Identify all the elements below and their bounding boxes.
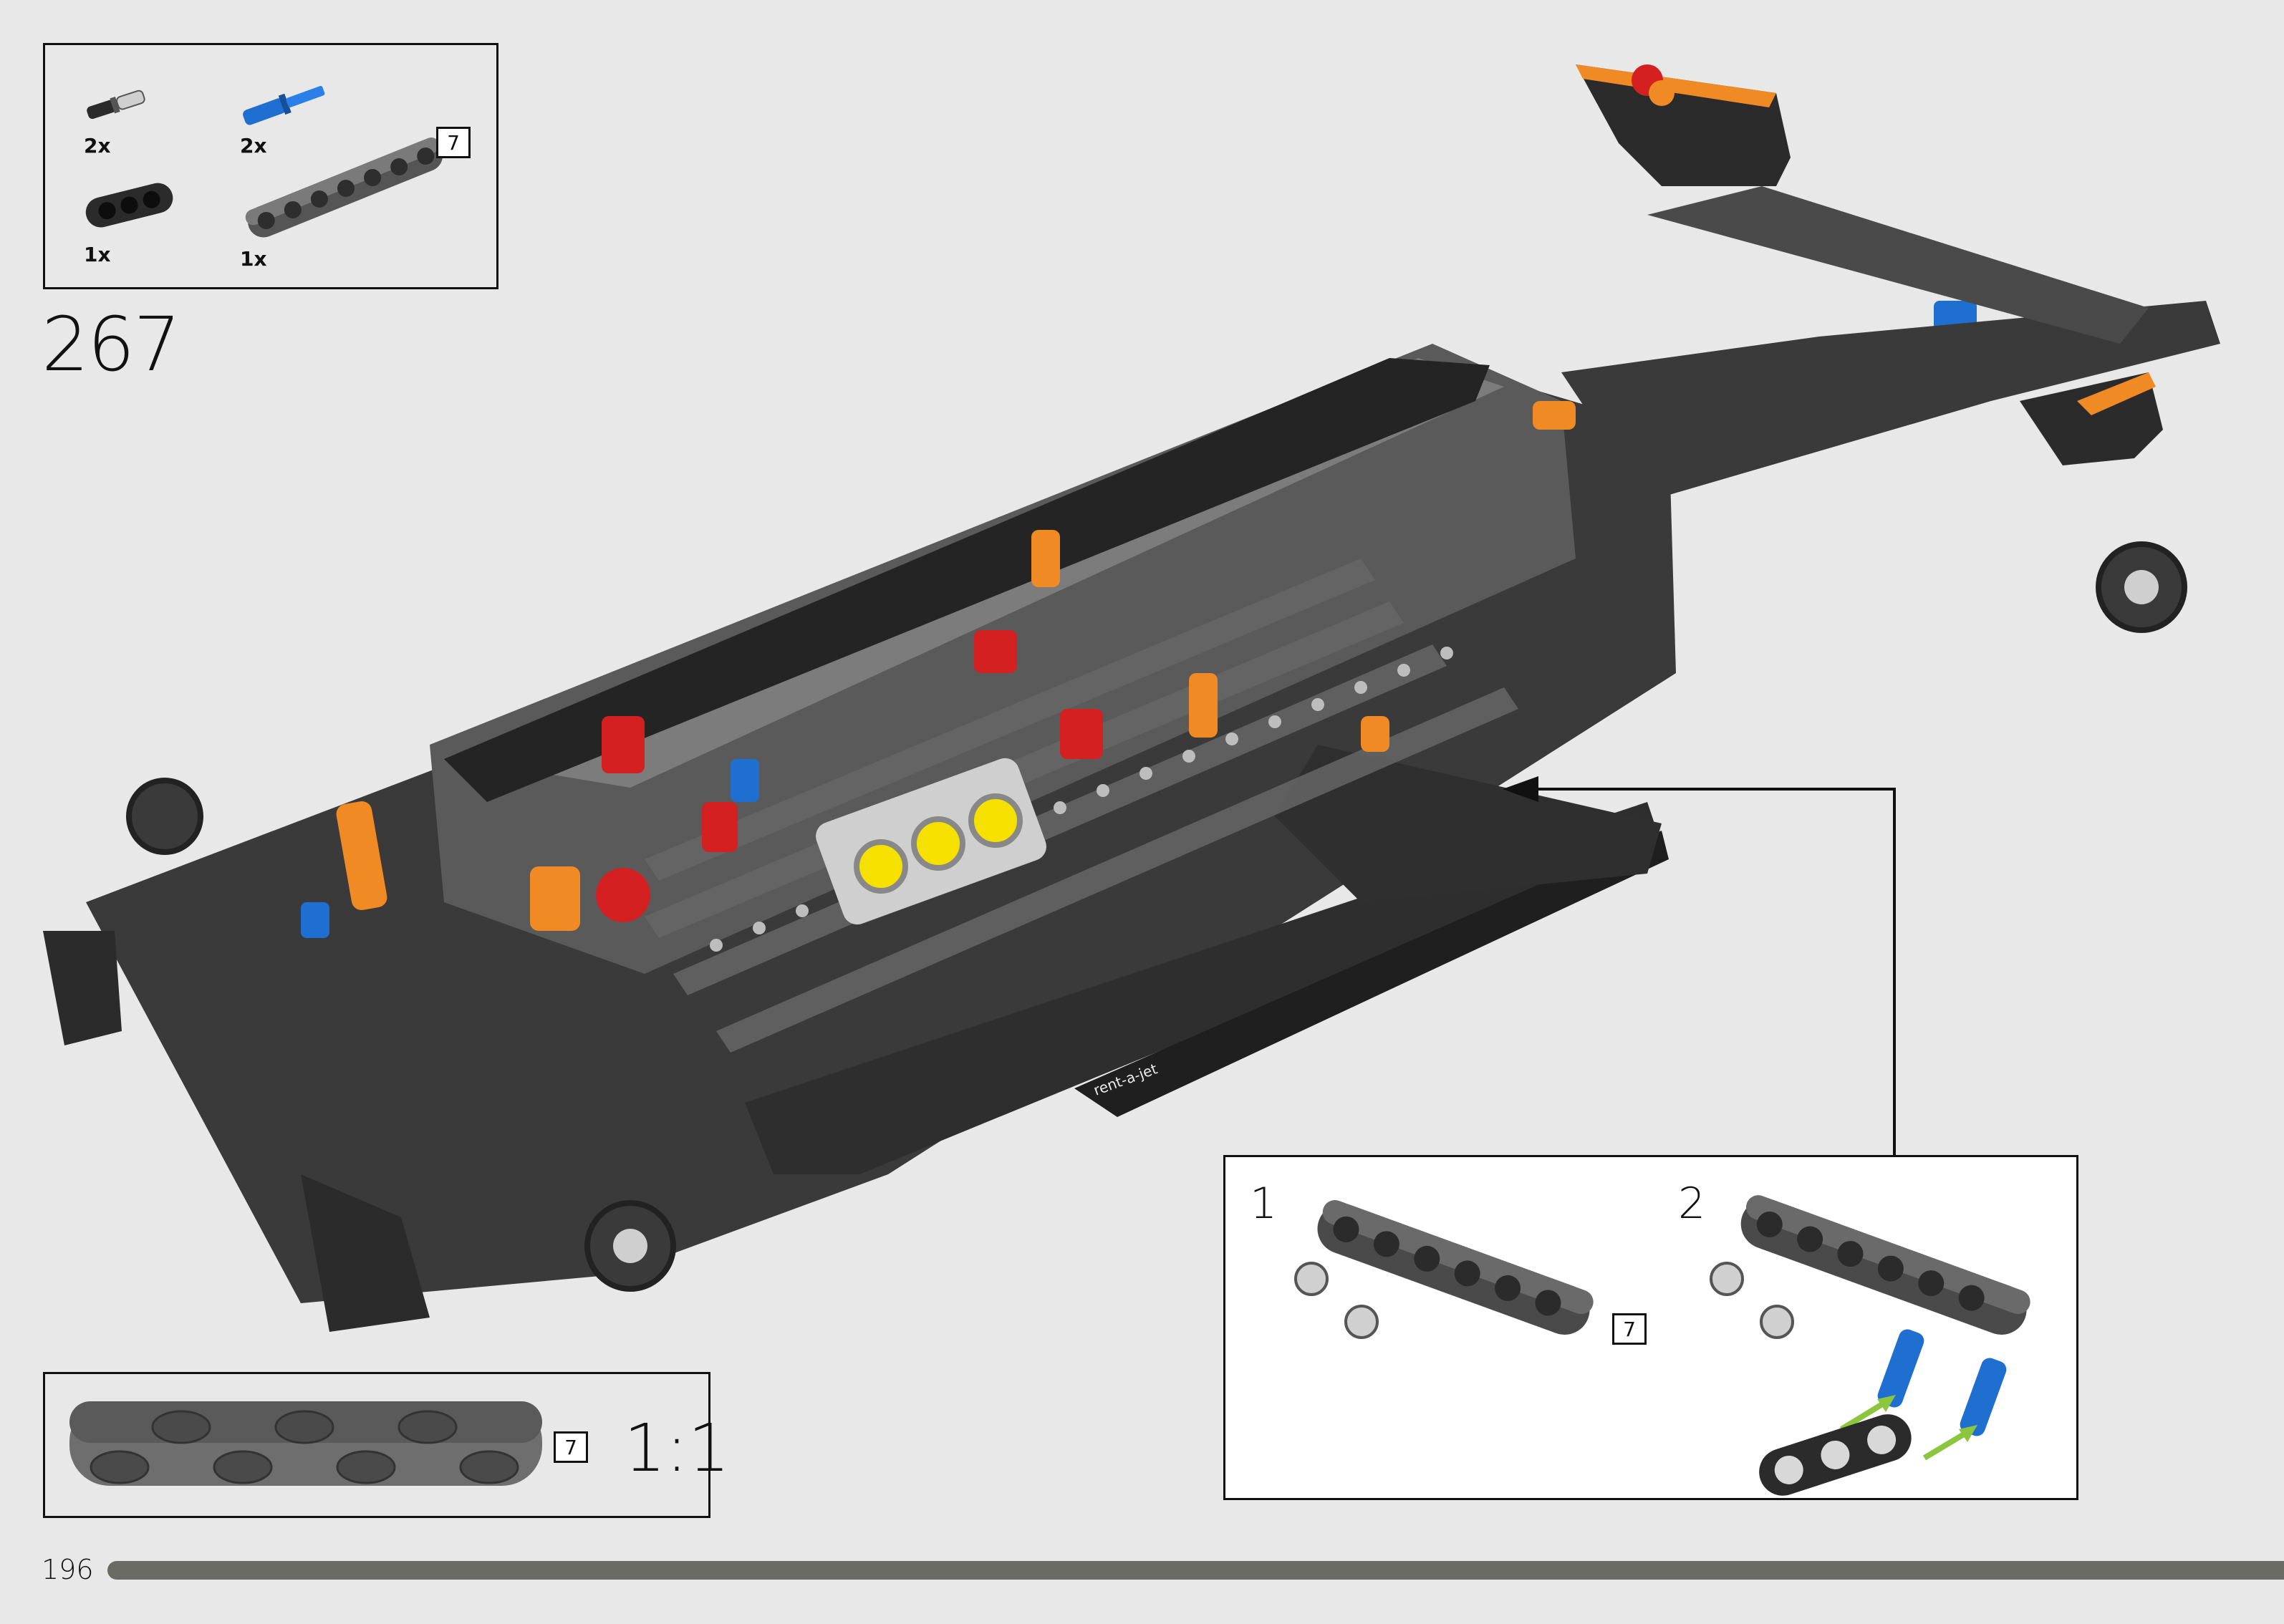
engine-cylinder [854, 839, 908, 894]
sidepod-right [1275, 745, 1662, 902]
engine-cylinder [968, 793, 1023, 848]
axle-pin-blue-qty: 2x [240, 134, 267, 158]
substep-1-beam-illustration [1294, 1200, 1594, 1339]
scale-ratio-label: 1:1 [624, 1410, 731, 1487]
axle-pin-blue-icon [243, 86, 325, 125]
scale-reference-box: 7 1:1 [43, 1372, 730, 1518]
beam-3-black-icon [85, 183, 173, 228]
sidepod-left [444, 358, 1490, 802]
beam-7-length-badge: 7 [436, 127, 471, 158]
rear-frame [1561, 301, 2220, 501]
callout-arrowhead [1503, 776, 1538, 802]
front-wing [43, 931, 122, 1045]
substep-2-number: 2 [1678, 1179, 1706, 1229]
beam-7-grey-icon [245, 137, 443, 238]
step-number: 267 [42, 301, 181, 388]
scale-length-badge: 7 [554, 1431, 588, 1463]
substep-callout-box: 1 7 2 [1223, 1155, 2078, 1500]
substep-2-assembly-illustration [1710, 1195, 2030, 1496]
friction-pin-qty: 2x [84, 134, 111, 158]
substep-1-length-badge: 7 [1612, 1313, 1647, 1345]
substep-1-number: 1 [1250, 1179, 1278, 1229]
parts-list-box: 2x 2x 1x 1x 7 [43, 43, 498, 289]
friction-pin-icon [87, 90, 145, 120]
beam-7-scale-illustration [69, 1401, 542, 1486]
progress-bar [107, 1561, 2284, 1580]
page-number: 196 [42, 1554, 94, 1585]
beam-7-grey-qty: 1x [240, 247, 267, 271]
beam-3-black-qty: 1x [84, 243, 111, 266]
engine-cylinder [911, 816, 965, 871]
front-wheel-hub [126, 778, 203, 855]
